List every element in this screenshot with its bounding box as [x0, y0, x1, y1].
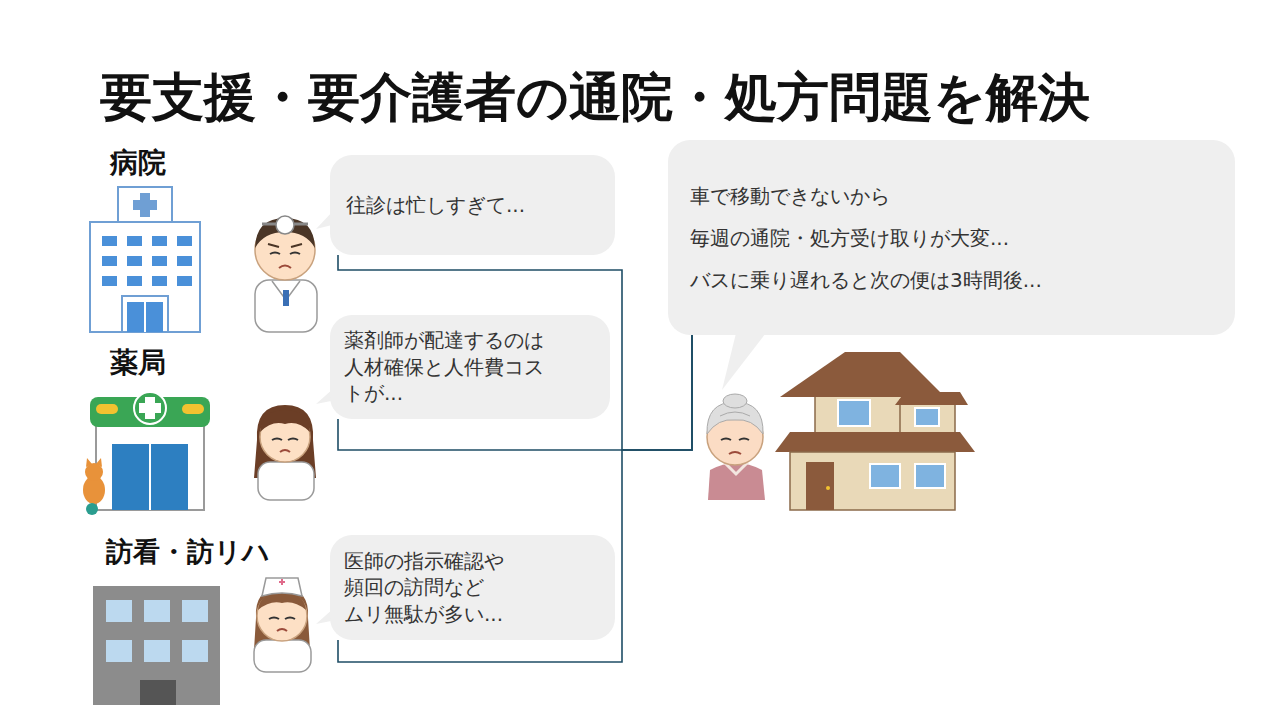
- office-building-part-part: [182, 640, 208, 662]
- elderly-woman-figure-part: [723, 394, 747, 408]
- speech-bubble: 往診は忙しすぎて...: [330, 155, 615, 255]
- hospital-building-part-part: [152, 256, 167, 266]
- facility-label: 薬局: [110, 346, 166, 380]
- pharmacy-building-part: [139, 403, 161, 413]
- cat-figure-part: [86, 458, 102, 467]
- pharmacist-figure-part: [280, 450, 290, 452]
- house-figure-part: [780, 352, 945, 397]
- nurse-figure-part: [257, 591, 307, 641]
- house-figure-part: [870, 464, 900, 488]
- house-figure-part: [838, 400, 870, 426]
- hospital-building-part-part: [152, 276, 167, 286]
- pharmacist-figure-part: [258, 462, 314, 500]
- hospital-building-part-part: [127, 276, 142, 286]
- cat-figure: [83, 458, 105, 515]
- doctor-figure-part: [283, 290, 289, 306]
- speech-text: 薬剤師が配達するのは 人材確保と人件費コストが...: [344, 327, 547, 406]
- elderly-woman-figure-part: [729, 452, 741, 454]
- nurse-figure-part: [279, 579, 285, 585]
- cat-figure-part: [86, 503, 98, 515]
- nurse-figure-part: [277, 629, 287, 631]
- house-figure-part: [900, 400, 955, 435]
- pharmacy-building-part: [149, 444, 151, 510]
- pharmacy-building: [90, 392, 210, 510]
- house-figure-part: [915, 464, 945, 488]
- hospital-building-part-part: [177, 256, 192, 266]
- doctor-figure: [255, 216, 317, 332]
- office-building-part: [140, 680, 176, 705]
- nurse-figure-part: [262, 578, 302, 596]
- nurse-figure-part: [254, 640, 311, 672]
- office-building-part-part: [144, 600, 170, 622]
- house-figure-part: [915, 408, 939, 426]
- house-figure: [775, 352, 975, 510]
- speech-text: 車で移動できないから: [690, 175, 890, 217]
- house-figure-part: [895, 392, 968, 405]
- office-building: [93, 586, 220, 705]
- hospital-building-part-part: [102, 256, 117, 266]
- doctor-figure-part: [255, 280, 317, 332]
- office-building-part: [106, 600, 208, 662]
- hospital-building-part-part: [127, 236, 142, 246]
- speech-text: バスに乗り遅れると次の便は3時間後...: [690, 259, 1042, 301]
- pharmacy-building-part: [182, 404, 204, 414]
- office-building-part-part: [182, 600, 208, 622]
- house-figure-part: [826, 486, 830, 490]
- pharmacist-figure-part: [260, 410, 310, 432]
- doctor-figure-part: [279, 266, 291, 269]
- speech-text: 毎週の通院・処方受け取りが大変...: [690, 217, 1009, 259]
- house-figure-part: [806, 462, 834, 510]
- pharmacy-building-part: [96, 404, 118, 414]
- office-building-part: [93, 586, 220, 705]
- slide-title: 要支援・要介護者の通院・処方問題を解決: [100, 66, 1090, 128]
- hospital-building-part: [144, 302, 146, 332]
- hospital-building-part-part: [152, 236, 167, 246]
- facility-label: 訪看・訪リハ: [106, 536, 270, 568]
- nurse-figure: [254, 578, 311, 672]
- pharmacist-figure: [254, 405, 316, 500]
- speech-bubble: 薬剤師が配達するのは 人材確保と人件費コストが...: [330, 315, 610, 419]
- hospital-building-part: [118, 187, 172, 223]
- nurse-figure-part: [269, 618, 295, 620]
- elderly-woman-figure-part: [708, 463, 765, 500]
- speech-text: 往診は忙しすぎて...: [346, 192, 525, 218]
- pharmacy-building-part: [96, 424, 204, 510]
- speech-bubble: 医師の指示確認や 頻回の訪問など ムリ無駄が多い...: [330, 535, 615, 640]
- pharmacist-figure-part: [272, 439, 298, 441]
- hospital-building-part: [127, 302, 163, 332]
- hospital-building-part-part: [177, 236, 192, 246]
- office-building-part-part: [144, 640, 170, 662]
- house-figure-part: [775, 432, 975, 452]
- hospital-building-part: [102, 236, 192, 286]
- elderly-woman-figure-part: [720, 412, 750, 416]
- hospital-building: [90, 187, 200, 332]
- hospital-building-part-part: [102, 276, 117, 286]
- hospital-building-part: [90, 222, 200, 332]
- elderly-woman-figure-part: [721, 439, 749, 441]
- office-building-part-part: [106, 600, 132, 622]
- speech-text: 医師の指示確認や 頻回の訪問など ムリ無駄が多い...: [344, 548, 507, 627]
- facility-label: 病院: [110, 146, 166, 180]
- speech-bubble: 車で移動できないから毎週の通院・処方受け取りが大変...バスに乗り遅れると次の便…: [668, 140, 1235, 335]
- pharmacy-building-part: [134, 392, 166, 424]
- hospital-building-part-part: [102, 236, 117, 246]
- doctor-figure-part: [276, 216, 294, 234]
- hospital-building-part: [122, 296, 168, 332]
- office-building-part-part: [106, 640, 132, 662]
- hospital-building-part-part: [127, 256, 142, 266]
- pharmacy-building-part: [112, 444, 188, 510]
- elderly-woman-figure: [707, 394, 765, 500]
- hospital-building-part-part: [177, 276, 192, 286]
- doctor-figure-part: [268, 244, 302, 247]
- house-figure-part: [790, 452, 955, 510]
- doctor-figure-part: [270, 253, 300, 255]
- hospital-building-part: [133, 200, 157, 210]
